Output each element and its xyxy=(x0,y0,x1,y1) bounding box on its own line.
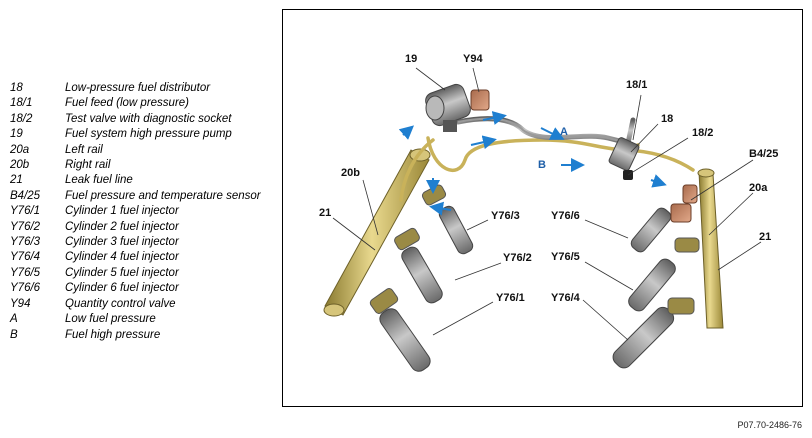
callout-y76-3: Y76/3 xyxy=(491,210,520,222)
legend-desc: Fuel system high pressure pump xyxy=(65,128,232,141)
injector-y76-1 xyxy=(369,288,431,372)
callout-y76-4: Y76/4 xyxy=(551,292,581,304)
fuel-system-diagram: 19 Y94 18/1 18 18/2 A B 20b 21 B4/25 20a… xyxy=(319,53,778,372)
legend-code: 20a xyxy=(10,143,30,156)
callout-20a: 20a xyxy=(749,182,768,194)
legend-desc: Fuel feed (low pressure) xyxy=(65,97,189,110)
legend-row: 18/1 Fuel feed (low pressure) xyxy=(10,96,280,111)
callout-a: A xyxy=(560,126,568,138)
legend-row: B4/25 Fuel pressure and temperature senso… xyxy=(10,189,280,204)
legend-code: 18/1 xyxy=(10,97,33,110)
legend-desc: Cylinder 3 fuel injector xyxy=(65,236,179,249)
legend-code: B xyxy=(10,328,18,341)
injector-y76-5 xyxy=(628,237,700,312)
flow-arrow xyxy=(398,125,415,140)
callout-21-left: 21 xyxy=(319,207,331,219)
callout-y76-2: Y76/2 xyxy=(503,252,532,264)
legend-desc: Quantity control valve xyxy=(65,297,176,310)
legend-row: B Fuel high pressure xyxy=(10,328,280,343)
legend-row: A Low fuel pressure xyxy=(10,312,280,327)
legend-row: Y76/3 Cylinder 3 fuel injector xyxy=(10,235,280,250)
legend-desc: Low-pressure fuel distributor xyxy=(65,82,211,94)
legend-desc: Cylinder 4 fuel injector xyxy=(65,251,179,264)
leader-lines xyxy=(332,67,762,341)
legend-desc: Low fuel pressure xyxy=(65,313,156,326)
legend-desc: Cylinder 6 fuel injector xyxy=(65,282,179,295)
pressure-temperature-sensor-b4-25 xyxy=(682,184,698,204)
legend-code: Y76/1 xyxy=(10,205,41,218)
legend-row: 20b Right rail xyxy=(10,158,280,173)
legend-row: 19 Fuel system high pressure pump xyxy=(10,127,280,142)
flow-arrow xyxy=(540,127,565,140)
legend-code: Y76/6 xyxy=(10,282,41,295)
low-pressure-distributor-18 xyxy=(608,137,640,180)
legend-desc: Cylinder 2 fuel injector xyxy=(65,220,179,233)
legend-row: 20a Left rail xyxy=(10,143,280,158)
legend-desc: Left rail xyxy=(65,143,103,156)
flow-arrow xyxy=(470,135,497,150)
callout-21-right: 21 xyxy=(759,231,771,243)
legend-desc: Test valve with diagnostic socket xyxy=(65,112,232,125)
legend-code: Y76/2 xyxy=(10,220,41,233)
legend-code: Y94 xyxy=(10,297,31,310)
legend-row: 21 Leak fuel line xyxy=(10,173,280,188)
legend-code: 20b xyxy=(10,159,30,172)
left-rail-20a xyxy=(697,168,724,329)
legend-desc: Leak fuel line xyxy=(65,174,133,187)
legend-row: Y76/4 Cylinder 4 fuel injector xyxy=(10,250,280,265)
injector-y76-3 xyxy=(421,184,474,255)
legend-code: 18/2 xyxy=(10,112,33,125)
callout-y94: Y94 xyxy=(463,53,483,65)
legend-desc: Cylinder 1 fuel injector xyxy=(65,205,179,218)
legend-code: Y76/5 xyxy=(10,266,41,279)
flow-arrows xyxy=(398,111,667,216)
callout-y76-6: Y76/6 xyxy=(551,210,580,222)
callouts: 19 Y94 18/1 18 18/2 A B 20b 21 B4/25 20a… xyxy=(319,53,778,304)
legend-code: Y76/3 xyxy=(10,236,41,249)
injector-y76-2 xyxy=(394,227,443,304)
callout-18-1: 18/1 xyxy=(626,79,647,91)
callout-b4-25: B4/25 xyxy=(749,148,778,160)
callout-y76-1: Y76/1 xyxy=(496,292,525,304)
callout-18-2: 18/2 xyxy=(692,127,713,139)
callout-18: 18 xyxy=(661,113,673,125)
legend-code: Y76/4 xyxy=(10,251,41,264)
legend-desc: Right rail xyxy=(65,159,111,172)
flow-arrow xyxy=(429,201,452,216)
illustration-frame: 19 Y94 18/1 18 18/2 A B 20b 21 B4/25 20a… xyxy=(282,9,803,407)
quantity-control-valve-y94 xyxy=(470,89,490,111)
legend-row: 18 Low-pressure fuel distributor xyxy=(10,81,280,96)
legend-desc: Fuel high pressure xyxy=(65,328,161,341)
injector-y76-6 xyxy=(630,203,692,253)
callout-19: 19 xyxy=(405,53,417,65)
legend-code: A xyxy=(10,313,18,326)
callout-y76-5: Y76/5 xyxy=(551,251,580,263)
legend-row: Y94 Quantity control valve xyxy=(10,297,280,312)
injectors-right-bank xyxy=(612,203,700,369)
flow-arrow xyxy=(650,174,667,188)
legend-row: 18/2 Test valve with diagnostic socket xyxy=(10,112,280,127)
flow-arrow xyxy=(482,111,507,125)
legend-code: 18 xyxy=(10,82,23,94)
legend-row: Y76/1 Cylinder 1 fuel injector xyxy=(10,204,280,219)
callout-20b: 20b xyxy=(341,167,360,179)
legend-desc: Fuel pressure and temperature sensor xyxy=(65,189,261,202)
reference-code: P07.70-2486-76 xyxy=(737,420,802,430)
legend-row: Y76/2 Cylinder 2 fuel injector xyxy=(10,220,280,235)
callout-b: B xyxy=(538,159,546,171)
high-pressure-pump-19 xyxy=(425,83,490,132)
legend-desc: Cylinder 5 fuel injector xyxy=(65,266,179,279)
high-pressure-lines xyxy=(399,136,695,202)
legend-row: Y76/6 Cylinder 6 fuel injector xyxy=(10,281,280,296)
injector-y76-4 xyxy=(612,297,695,369)
legend-code: B4/25 xyxy=(10,189,41,202)
legend-code: 19 xyxy=(10,128,23,141)
legend-row: Y76/5 Cylinder 5 fuel injector xyxy=(10,266,280,281)
legend-code: 21 xyxy=(10,174,23,187)
